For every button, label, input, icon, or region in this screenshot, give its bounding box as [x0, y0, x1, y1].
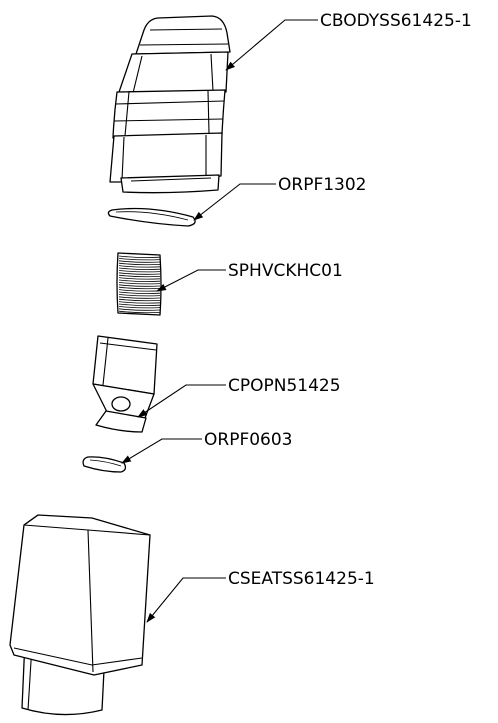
spring-coil	[118, 255, 161, 258]
label-cbodyss61425-1: CBODYSS61425-1	[320, 11, 472, 31]
spring-part	[116, 252, 162, 316]
spring-coil	[118, 270, 161, 273]
label-orpf0603: ORPF0603	[204, 430, 293, 450]
spring-coil	[118, 262, 161, 266]
spring-coil	[118, 291, 161, 294]
spring-coil	[118, 298, 161, 302]
label-cseatss61425-1: CSEATSS61425-1	[228, 569, 375, 589]
leader-cbody	[225, 19, 318, 71]
spring-coil	[118, 303, 161, 306]
check-valve-body-part	[109, 15, 231, 194]
spring-coil	[118, 296, 161, 299]
leader-poppet	[137, 384, 226, 418]
spring-coil	[118, 294, 161, 297]
spring-coil	[118, 282, 161, 285]
spring-coil	[118, 308, 161, 311]
spring-coil	[118, 306, 161, 309]
spring-coil	[118, 272, 161, 275]
spring-coil	[118, 265, 161, 268]
spring-coil	[118, 279, 161, 282]
label-sphvckhc01: SPHVCKHC01	[228, 261, 343, 281]
leader-oring-large	[193, 183, 276, 221]
callout-labels: CBODYSS61425-1 ORPF1302 SPHVCKHC01 CPOPN…	[204, 11, 472, 589]
leader-cseat	[146, 577, 226, 623]
spring-coil	[118, 274, 161, 278]
spring-coil	[118, 301, 161, 304]
spring-coil	[118, 260, 161, 263]
large-o-ring-part	[107, 207, 196, 227]
leader-oring-small	[121, 438, 202, 464]
leader-spring	[156, 269, 226, 292]
poppet-part	[92, 335, 158, 433]
spring-coil	[118, 258, 161, 261]
check-seat-part	[9, 514, 151, 716]
leader-lines	[121, 19, 318, 623]
spring-coil	[118, 277, 161, 280]
spring-coil	[118, 310, 161, 314]
label-cpopn51425: CPOPN51425	[228, 376, 341, 396]
label-orpf1302: ORPF1302	[278, 175, 367, 195]
spring-coil	[118, 267, 161, 270]
small-o-ring-part	[82, 456, 127, 473]
